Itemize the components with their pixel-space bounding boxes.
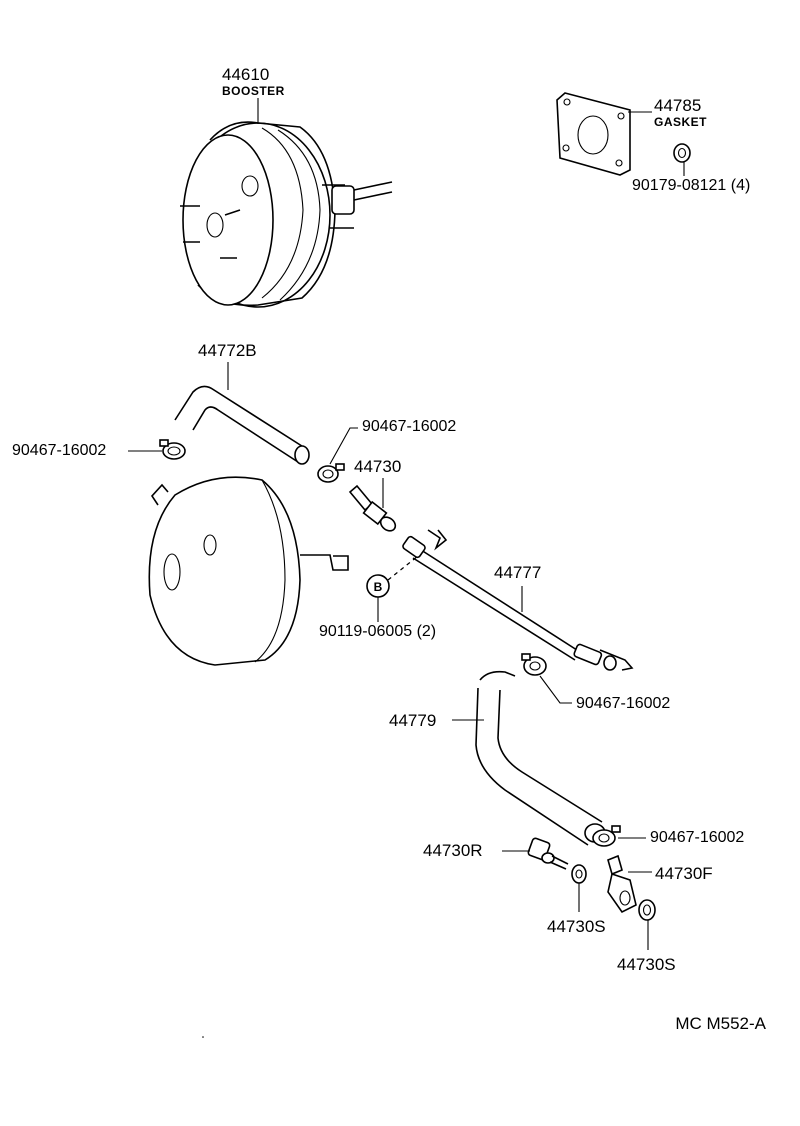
hose-lower-part-number: 44779 xyxy=(389,711,437,730)
gasket-part-name: GASKET xyxy=(654,115,708,129)
union-front-part-number: 44730F xyxy=(655,864,713,883)
speck xyxy=(202,1036,204,1038)
pipe-drawing xyxy=(402,529,634,671)
union-rear-drawing xyxy=(527,837,569,870)
booster-assembly-drawing xyxy=(148,476,349,666)
clamp-mid-drawing xyxy=(521,653,547,676)
clamp-left-drawing xyxy=(159,439,186,460)
diagram-code: MC M552-A xyxy=(675,1014,766,1033)
pipe-part-number: 44777 xyxy=(494,563,542,582)
bolt-b-marker: B xyxy=(366,574,390,598)
clamp-lower-part-number: 90467-16002 xyxy=(650,829,745,846)
union-front-drawing xyxy=(607,854,637,914)
union-rear-part-number: 44730R xyxy=(423,841,483,860)
booster-part-number: 44610 xyxy=(222,65,270,84)
check-valve-drawing xyxy=(348,484,397,532)
leader-clamp-mid xyxy=(539,675,572,704)
bolt-b-part-number: 90119-06005 (2) xyxy=(319,623,437,640)
gasket-part-number: 44785 xyxy=(654,96,702,115)
clamp-upper-drawing xyxy=(317,463,345,483)
gasket-front-part-number: 44730S xyxy=(617,955,676,974)
booster-top-drawing xyxy=(180,121,393,308)
leader-clamp-upper xyxy=(329,427,358,465)
clamp-lower-drawing xyxy=(592,825,621,847)
hose-upper-part-number: 44772B xyxy=(198,341,257,360)
clamp-upper-part-number: 90467-16002 xyxy=(362,418,457,435)
clamp-left-part-number: 90467-16002 xyxy=(12,442,107,459)
nut-drawing xyxy=(673,143,691,163)
check-valve-part-number: 44730 xyxy=(354,457,402,476)
booster-part-name: BOOSTER xyxy=(222,84,285,98)
leader-bolt-b-dash xyxy=(387,555,419,581)
gasket-drawing xyxy=(556,92,631,176)
hose-upper-drawing xyxy=(174,385,310,465)
gasket-rear-part-number: 44730S xyxy=(547,917,606,936)
gasket-front-drawing xyxy=(638,899,656,921)
gasket-nut-part-number: 90179-08121 (4) xyxy=(632,177,751,194)
bolt-b-marker-label: B xyxy=(374,580,383,594)
clamp-mid-part-number: 90467-16002 xyxy=(576,695,671,712)
gasket-rear-drawing xyxy=(571,864,587,884)
